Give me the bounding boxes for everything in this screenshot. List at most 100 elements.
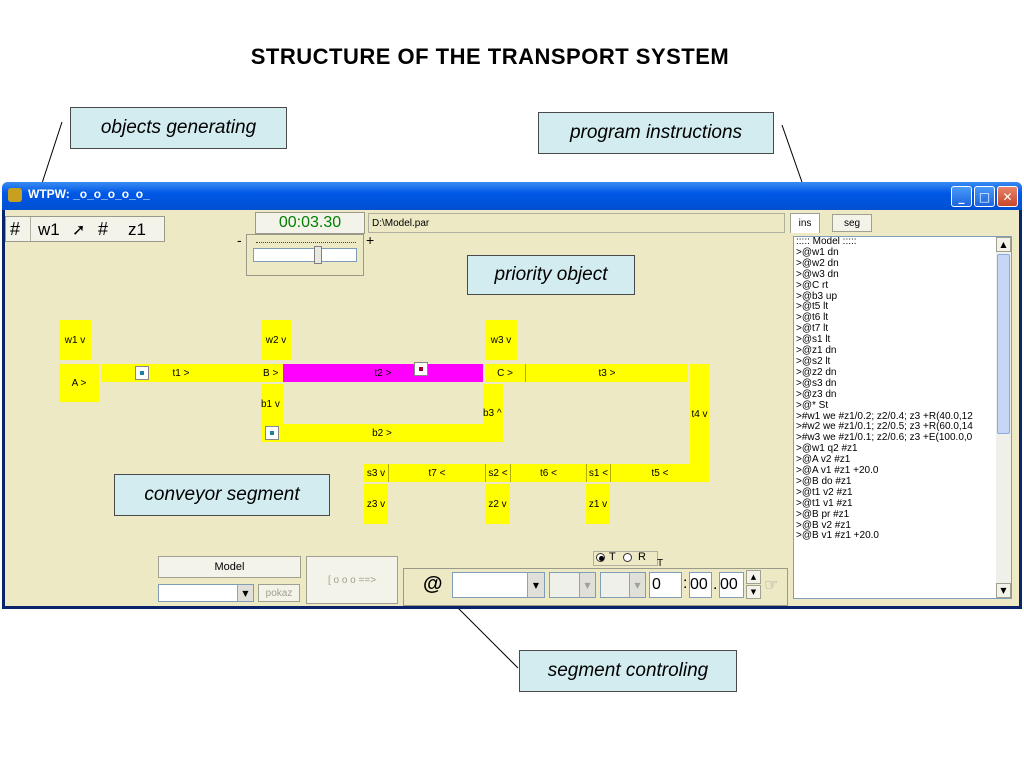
time-hours-field[interactable]: 0 xyxy=(649,572,682,598)
tab-seg[interactable]: seg xyxy=(832,214,872,232)
speed-slider-track[interactable] xyxy=(253,248,357,262)
conveyor-t6[interactable]: t6 < xyxy=(510,464,586,482)
model-button[interactable]: Model xyxy=(158,556,301,578)
chevron-down-icon-2[interactable]: ▼ xyxy=(527,573,544,597)
speed-slider-ticks xyxy=(256,239,356,243)
time-dot: . xyxy=(713,576,718,593)
instruction-line[interactable]: >@z1 dn xyxy=(796,345,837,357)
switch-A[interactable]: A > xyxy=(59,364,99,402)
scroll-thumb[interactable] xyxy=(997,254,1010,434)
package-object xyxy=(135,366,149,380)
scroll-down-button[interactable]: ▼ xyxy=(996,583,1011,598)
pointer-hand-icon[interactable]: ☞ xyxy=(764,575,779,594)
instruction-line[interactable]: >@A v1 #z1 +20.0 xyxy=(796,465,879,477)
time-minutes-field[interactable]: 00 xyxy=(689,572,712,598)
instruction-line[interactable]: >@b3 up xyxy=(796,290,838,302)
instruction-line[interactable]: >@t1 v2 #z1 xyxy=(796,486,853,498)
tab-ins[interactable]: ins xyxy=(790,213,820,233)
instruction-line[interactable]: >@B pr #z1 xyxy=(796,508,850,520)
model-path-field: D:\Model.par xyxy=(368,213,785,233)
sink-z3[interactable]: z3 v xyxy=(364,484,388,524)
window-title: WTPW: _o_o_o_o_o_ xyxy=(28,187,150,201)
callout-priority-object: priority object xyxy=(467,255,635,295)
radio-r-label: R xyxy=(638,551,646,563)
route-selector xyxy=(5,216,165,242)
sink-z2[interactable]: z2 v xyxy=(485,484,510,524)
instruction-line[interactable]: >@A v2 #z1 xyxy=(796,454,851,466)
instruction-line[interactable]: >@s1 lt xyxy=(796,334,831,346)
spin-down-button[interactable]: ▼ xyxy=(746,585,761,599)
scroll-up-button[interactable]: ▲ xyxy=(996,237,1011,252)
callout-conveyor-segment: conveyor segment xyxy=(114,474,330,516)
generator-w2[interactable]: w2 v xyxy=(261,320,291,360)
instruction-line[interactable]: >@w1 q2 #z1 xyxy=(796,443,858,455)
instruction-line[interactable]: >@z2 dn xyxy=(796,366,837,378)
callout-segment-controling: segment controling xyxy=(519,650,737,692)
switch-s2[interactable]: s2 < xyxy=(485,464,510,482)
instruction-line[interactable]: >#w2 we #z1/0.1; z2/0.5; z3 +R(60.0,14 xyxy=(796,421,973,433)
speed-minus[interactable]: - xyxy=(237,232,242,248)
instruction-line[interactable]: >#w3 we #z1/0.1; z2/0.6; z3 +E(100.0,0 xyxy=(796,432,973,444)
conveyor-t3[interactable]: t3 > xyxy=(525,364,688,382)
instruction-line[interactable]: >@s3 dn xyxy=(796,377,837,389)
instruction-line[interactable]: >@s2 lt xyxy=(796,355,831,367)
window-titlebar[interactable] xyxy=(2,182,1022,210)
switch-C[interactable]: C > xyxy=(485,364,525,382)
instruction-line[interactable]: ::::: Model ::::: xyxy=(796,236,857,247)
toolbar-divider xyxy=(30,217,31,241)
instruction-line[interactable]: >@B do #z1 xyxy=(796,475,852,487)
radio-t-label: T xyxy=(609,551,616,563)
pokaz-button[interactable]: pokaz xyxy=(258,584,300,602)
instruction-line[interactable]: >@w1 dn xyxy=(796,246,839,258)
conveyor-t2-priority[interactable]: t2 > xyxy=(283,364,483,382)
chevron-down-icon[interactable]: ▼ xyxy=(237,585,253,601)
maximize-button[interactable]: □ xyxy=(974,186,995,207)
minimize-button[interactable]: _ xyxy=(951,186,972,207)
generator-w3[interactable]: w3 v xyxy=(485,320,517,360)
instruction-line[interactable]: >@t6 lt xyxy=(796,312,829,324)
switch-s3[interactable]: s3 v xyxy=(364,464,388,482)
instruction-line[interactable]: >@B v1 #z1 +20.0 xyxy=(796,530,879,542)
spin-up-button[interactable]: ▲ xyxy=(746,570,761,584)
chevron-down-icon-3[interactable]: ▼ xyxy=(579,573,595,597)
hash-symbol: # xyxy=(10,219,21,239)
priority-object xyxy=(414,362,428,376)
conveyor-t4[interactable]: t4 v xyxy=(690,364,709,464)
instruction-line[interactable]: >@t5 lt xyxy=(796,301,829,313)
radio-r[interactable] xyxy=(623,553,632,562)
sink-z1[interactable]: z1 v xyxy=(586,484,610,524)
radio-t[interactable] xyxy=(596,553,605,562)
instruction-line[interactable]: >@w3 dn xyxy=(796,268,839,280)
model-select[interactable] xyxy=(158,584,254,602)
close-button[interactable]: ✕ xyxy=(997,186,1018,207)
instruction-line[interactable]: >@t1 v1 #z1 xyxy=(796,497,853,509)
conveyor-b3[interactable]: b3 ^ xyxy=(483,384,503,442)
app-icon xyxy=(8,188,22,202)
switch-s1[interactable]: s1 < xyxy=(586,464,610,482)
instruction-line[interactable]: >@B v2 #z1 xyxy=(796,519,851,531)
run-button[interactable]: [ o o o ==> xyxy=(306,556,398,604)
time-seconds-field[interactable]: 00 xyxy=(719,572,744,598)
conveyor-t7[interactable]: t7 < xyxy=(388,464,485,482)
instruction-line[interactable]: >@t7 lt xyxy=(796,323,829,335)
speed-plus[interactable]: + xyxy=(366,232,375,248)
conveyor-t5[interactable]: t5 < xyxy=(610,464,709,482)
instruction-line[interactable]: >@z3 dn xyxy=(796,388,837,400)
target-object-field[interactable]: z1 xyxy=(128,220,146,239)
instruction-line[interactable]: >@w2 dn xyxy=(796,257,839,269)
conveyor-t1[interactable]: t1 > xyxy=(101,364,261,382)
instruction-line[interactable]: >@C rt xyxy=(796,279,829,291)
conveyor-b1[interactable]: b1 v xyxy=(261,384,283,424)
callout-program-instructions: program instructions xyxy=(538,112,774,154)
source-object-field[interactable]: w1 xyxy=(38,220,60,239)
instruction-line[interactable]: >@* St xyxy=(796,399,829,411)
speed-slider-thumb[interactable] xyxy=(314,246,322,264)
time-type-label: T xyxy=(657,558,664,569)
callout-objects-generating: objects generating xyxy=(70,107,287,149)
generator-w1[interactable]: w1 v xyxy=(59,320,91,360)
instruction-line[interactable]: >#w1 we #z1/0.2; z2/0.4; z3 +R(40.0,12 xyxy=(796,410,973,422)
conveyor-b2[interactable]: b2 > xyxy=(261,424,503,442)
switch-B[interactable]: B > xyxy=(261,364,283,382)
instruction-list[interactable]: ::::: Model :::::>@w1 dn>@w2 dn>@w3 dn>@… xyxy=(793,236,1012,599)
chevron-down-icon-4[interactable]: ▼ xyxy=(629,573,645,597)
